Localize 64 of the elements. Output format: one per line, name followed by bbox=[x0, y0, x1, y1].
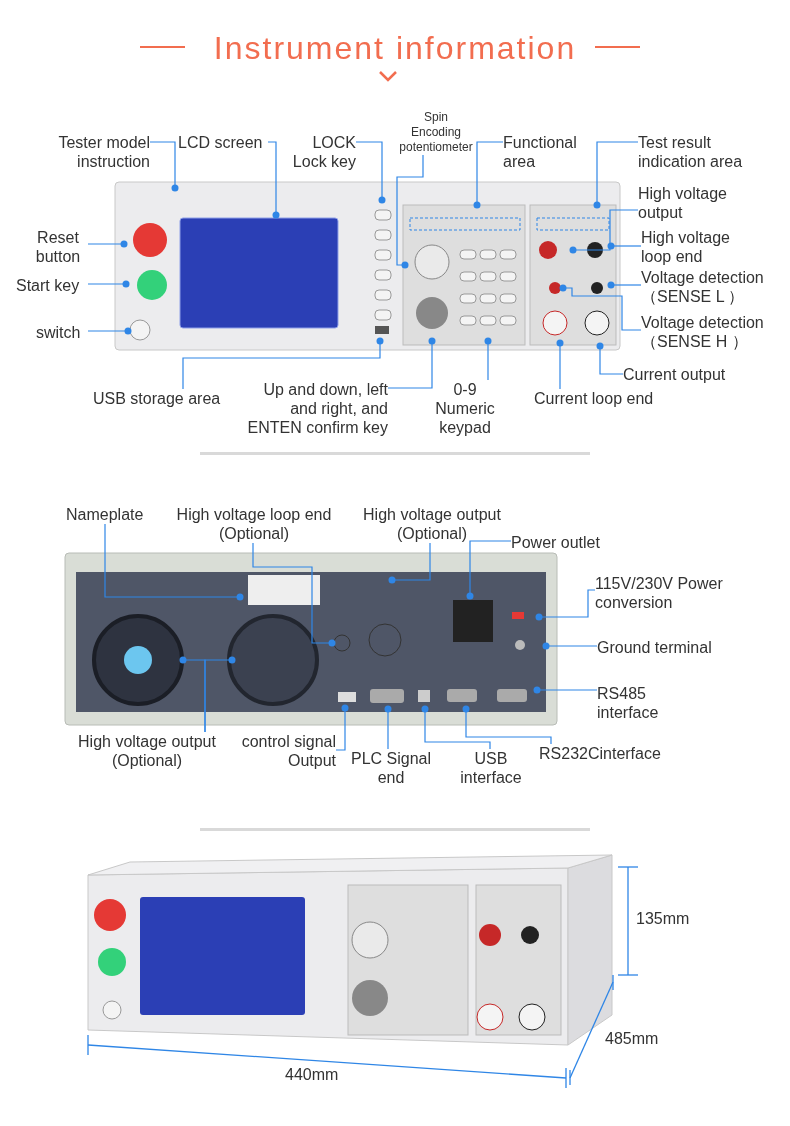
callout-label: Nameplate bbox=[66, 505, 151, 524]
leader-line bbox=[335, 704, 349, 751]
leader-line bbox=[596, 342, 624, 375]
callout-label: High voltage loop end bbox=[641, 228, 741, 266]
leader-line bbox=[387, 337, 436, 389]
callout-label: Start key bbox=[16, 276, 88, 295]
leader-line bbox=[466, 540, 512, 600]
dimension-label: 485mm bbox=[605, 1030, 659, 1048]
callout-label: LCD screen bbox=[178, 133, 268, 152]
leader-line bbox=[421, 705, 491, 750]
callout-label: 0-9 Numeric keypad bbox=[430, 380, 500, 437]
callout-label: Power outlet bbox=[511, 533, 611, 552]
callout-label: Tester model instruction bbox=[38, 133, 150, 171]
leader-line bbox=[384, 705, 392, 750]
callout-label: High voltage output bbox=[638, 184, 738, 222]
leader-line bbox=[559, 284, 642, 331]
leader-line bbox=[267, 141, 280, 219]
callout-label: RS232Cinterface bbox=[539, 744, 665, 763]
leader-line bbox=[569, 209, 639, 254]
callout-label: Test result indication area bbox=[638, 133, 753, 171]
callout-label: Reset button bbox=[28, 228, 88, 266]
callout-label: High voltage output (Optional) bbox=[70, 732, 224, 770]
leader-line bbox=[179, 656, 206, 733]
callout-label: Spin Encoding potentiometer bbox=[398, 110, 474, 155]
leader-line bbox=[607, 281, 642, 289]
leader-line bbox=[182, 337, 384, 390]
leader-line bbox=[462, 705, 552, 745]
callout-label: High voltage output (Optional) bbox=[354, 505, 510, 543]
leader-line bbox=[149, 141, 179, 192]
leader-line bbox=[535, 589, 596, 621]
leader-line bbox=[533, 686, 598, 694]
leader-line bbox=[87, 240, 128, 248]
callout-label: 115V/230V Power conversion bbox=[595, 574, 735, 612]
dimension-label: 135mm bbox=[636, 910, 690, 928]
leader-line bbox=[388, 542, 431, 584]
leader-line bbox=[607, 242, 642, 250]
callout-label: control signal Output bbox=[230, 732, 336, 770]
leader-line bbox=[252, 542, 336, 647]
callout-label: USB storage area bbox=[93, 389, 223, 408]
leader-line bbox=[355, 141, 386, 204]
callout-label: Ground terminal bbox=[597, 638, 722, 657]
callout-label: High voltage loop end (Optional) bbox=[170, 505, 338, 543]
leader-line bbox=[396, 154, 424, 269]
callout-label: switch bbox=[36, 323, 88, 342]
callout-label: PLC Signal end bbox=[350, 749, 432, 787]
callout-label: Up and down, left and right, and ENTEN confirm key bbox=[240, 380, 388, 437]
leader-line bbox=[87, 280, 130, 288]
callout-label: Voltage detection （SENSE L ） bbox=[641, 268, 781, 306]
callout-label: Functional area bbox=[503, 133, 593, 171]
callout-label: Current loop end bbox=[534, 389, 664, 408]
leader-line bbox=[473, 141, 504, 209]
callout-label: RS485 interface bbox=[597, 684, 669, 722]
leader-line bbox=[542, 642, 598, 650]
leader-line bbox=[87, 327, 132, 335]
leader-line bbox=[484, 337, 492, 381]
callout-label: Current output bbox=[623, 365, 738, 384]
leader-line bbox=[593, 141, 639, 209]
callout-label: USB interface bbox=[456, 749, 526, 787]
callout-label: LOCK Lock key bbox=[284, 133, 356, 171]
callout-label: Voltage detection （SENSE H ） bbox=[641, 313, 781, 351]
dimension-label: 440mm bbox=[285, 1066, 339, 1084]
page-title: Instrument information bbox=[213, 30, 577, 67]
leader-line bbox=[556, 339, 564, 390]
leader-line bbox=[104, 523, 244, 601]
